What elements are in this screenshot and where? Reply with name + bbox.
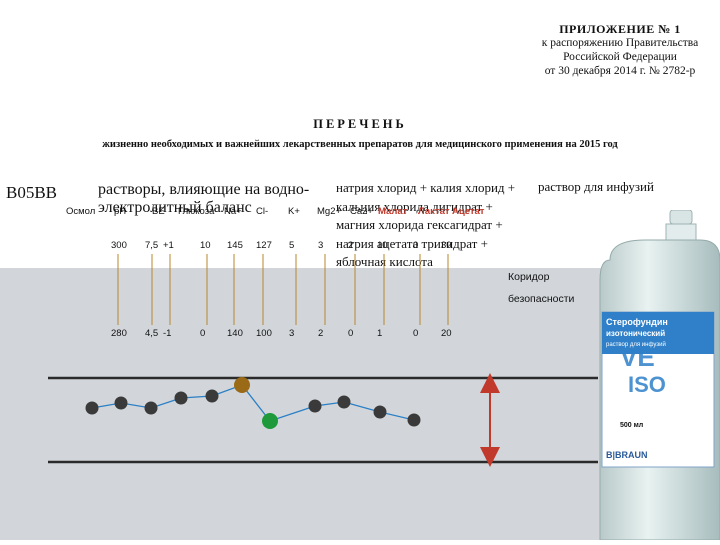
bottle-description: раствор для инфузий <box>606 342 666 348</box>
parameter-upper-value: 10 <box>200 240 211 251</box>
parameter-lower-value: 0 <box>200 328 206 339</box>
parameter-lower-value: 1 <box>377 328 383 339</box>
parameter-upper-value: 127 <box>256 240 272 251</box>
composition-point <box>407 413 421 427</box>
parameter-lower-value: 100 <box>256 328 272 339</box>
composition-point <box>308 399 322 413</box>
parameter-upper-value: 145 <box>227 240 243 251</box>
parameter-upper-value: 3 <box>318 240 324 251</box>
parameter-label: Малат <box>378 206 408 217</box>
parameter-label: Mg2+ <box>317 206 342 217</box>
group-name: растворы, влияющие на водно-электролитны… <box>98 181 310 216</box>
appendix-block: ПРИЛОЖЕНИЕ № 1 к распоряжению Правительс… <box>520 22 720 78</box>
dosage-form: раствор для инфузий <box>538 179 654 194</box>
parameter-label: pH <box>114 206 127 217</box>
parameter-label: Ca2+ <box>350 206 373 217</box>
composition-point <box>85 401 99 415</box>
parameter-label: Ацетат <box>452 206 485 217</box>
parameter-lower-value: 280 <box>111 328 127 339</box>
composition-point <box>114 396 128 410</box>
bottle-manufacturer: B|BRAUN <box>606 450 648 460</box>
parameter-label: Глюкоза <box>178 206 215 217</box>
corridor-label-line-1: Коридор <box>508 271 550 283</box>
atc-code: B05BB <box>6 183 58 202</box>
parameter-upper-value: 2 <box>348 240 354 251</box>
appendix-line-3: Российской Федерации <box>563 51 677 63</box>
parameter-upper-value: 7,5 <box>145 240 159 251</box>
parameter-label: Na+ <box>224 206 242 217</box>
parameter-range-lines <box>117 254 449 325</box>
parameter-upper-value: 0 <box>413 240 419 251</box>
composition-trend-line <box>91 384 415 422</box>
bottle-brand-sub: изотонический <box>606 329 666 338</box>
appendix-line-4: от 30 декабря 2014 г. № 2782-р <box>544 65 696 77</box>
parameter-upper-value: 300 <box>111 240 127 251</box>
parameter-upper-value: +1 <box>163 240 174 251</box>
parameter-lower-value: 2 <box>318 328 324 339</box>
composition-point <box>205 389 219 403</box>
bottle-overlay-2: ISO <box>628 372 666 397</box>
corridor-label-line-2: безопасности <box>508 293 575 305</box>
composition-point <box>144 401 158 415</box>
parameter-upper-value: 5 <box>289 240 295 251</box>
parameter-lower-value: 4,5 <box>145 328 159 339</box>
parameter-upper-value: 30 <box>441 240 452 251</box>
composition-point <box>373 405 387 419</box>
parameter-lower-value: 3 <box>289 328 295 339</box>
bottle-overlay-1: VE <box>620 342 655 372</box>
parameter-lower-value: 0 <box>348 328 354 339</box>
list-heading: ПЕРЕЧЕНЬ <box>313 117 407 131</box>
appendix-line-2: к распоряжению Правительства <box>541 37 699 49</box>
parameter-lower-value: 140 <box>227 328 243 339</box>
parameter-lower-value: 0 <box>413 328 419 339</box>
appendix-title: ПРИЛОЖЕНИЕ № 1 <box>559 22 681 36</box>
parameter-label: K+ <box>288 206 300 217</box>
list-subheading: жизненно необходимых и важнейших лекарст… <box>102 139 618 150</box>
parameter-lower-value: 20 <box>441 328 452 339</box>
parameter-lower-value: -1 <box>163 328 172 339</box>
parameter-label: Cl- <box>256 206 269 217</box>
parameter-label: Лактат <box>418 206 450 217</box>
composition-point <box>234 377 250 393</box>
bottle-brand-name: Стерофундин <box>606 317 668 327</box>
parameter-label: BE <box>152 206 165 217</box>
composition-point <box>174 391 188 405</box>
composition-point <box>337 395 351 409</box>
bottle-volume: 500 мл <box>620 422 644 429</box>
composition-points <box>85 377 421 429</box>
composition-point <box>262 413 278 429</box>
parameter-upper-value: 10 <box>377 240 388 251</box>
drug-composition: натрия хлорид + калия хлорид + кальция х… <box>336 180 516 269</box>
product-bottle-image: Стерофундин изотонический раствор для ин… <box>590 209 720 541</box>
parameter-label: Осмол <box>66 206 96 217</box>
